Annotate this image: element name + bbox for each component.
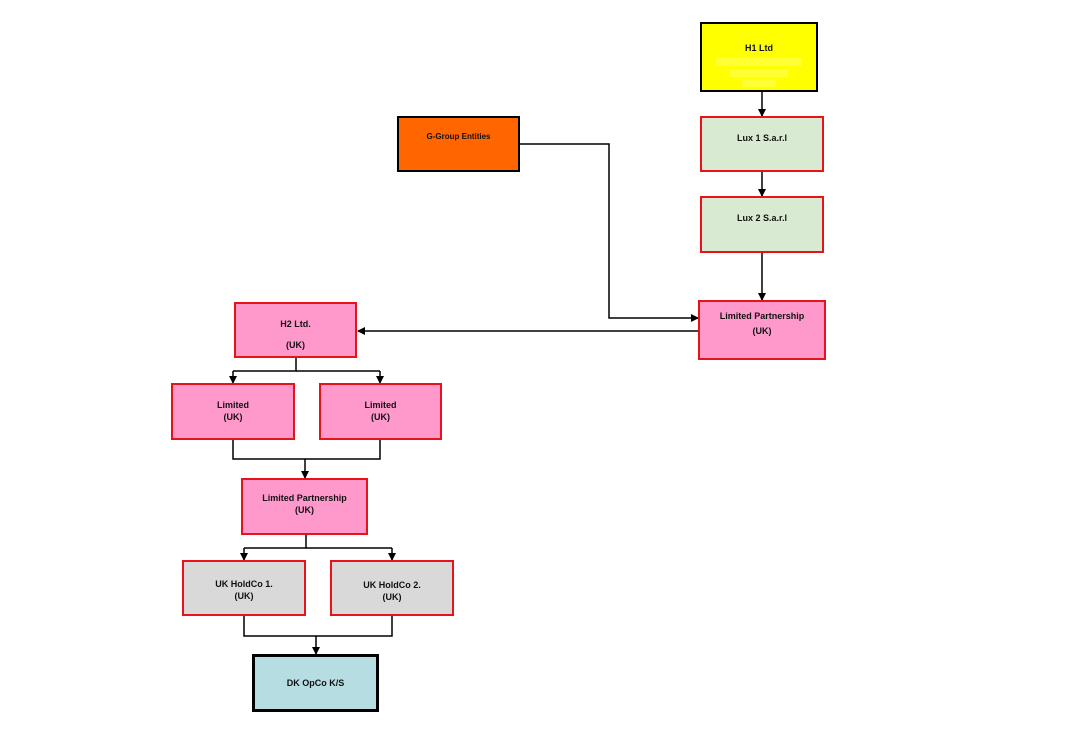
arrow-ggroup-to-lp-top	[520, 143, 699, 322]
redaction-bar	[730, 69, 788, 77]
node-dk-opco: DK OpCo K/S	[252, 654, 379, 712]
node-limited-right: Limited (UK)	[319, 383, 442, 440]
node-lux2-label: Lux 2 S.a.r.l	[736, 213, 788, 223]
node-lp-mid-jurisdiction: (UK)	[295, 505, 314, 515]
node-lux1: Lux 1 S.a.r.l	[700, 116, 824, 172]
node-limited-left-label: Limited	[216, 400, 249, 410]
node-holdco1-label: UK HoldCo 1.	[215, 579, 273, 589]
node-holdco1-jurisdiction: (UK)	[234, 591, 254, 601]
node-g-group-entities: G-Group Entities	[397, 116, 520, 172]
node-uk-holdco-2: UK HoldCo 2. (UK)	[330, 560, 454, 616]
node-h1-ltd: H1 Ltd	[700, 22, 818, 92]
node-limited-partnership-top: Limited Partnership (UK)	[698, 300, 826, 360]
node-lp-top-jurisdiction: (UK)	[752, 326, 772, 336]
node-lp-mid-label: Limited Partnership	[262, 493, 347, 503]
node-h2-jurisdiction: (UK)	[286, 340, 305, 350]
node-h2-label: H2 Ltd.	[280, 319, 311, 329]
node-limited-left-jurisdiction: (UK)	[223, 412, 243, 422]
node-dk-opco-label: DK OpCo K/S	[286, 678, 345, 688]
connector-holdcos-join	[243, 616, 393, 637]
node-limited-right-label: Limited	[364, 400, 397, 410]
node-lux1-label: Lux 1 S.a.r.l	[736, 133, 788, 143]
redaction-bar	[716, 58, 802, 66]
connector-limiteds-join	[232, 440, 381, 460]
node-h1-label: H1 Ltd	[745, 43, 773, 53]
node-limited-partnership-mid: Limited Partnership (UK)	[241, 478, 368, 535]
node-limited-left: Limited (UK)	[171, 383, 295, 440]
connector-lp-mid-split	[244, 535, 307, 549]
node-lux2: Lux 2 S.a.r.l	[700, 196, 824, 253]
node-limited-right-jurisdiction: (UK)	[371, 412, 390, 422]
node-h2-ltd: H2 Ltd. (UK)	[234, 302, 357, 358]
node-holdco2-label: UK HoldCo 2.	[363, 580, 421, 590]
node-g-group-label: G-Group Entities	[426, 132, 491, 141]
connector-h2-split	[233, 358, 297, 372]
redaction-bar	[742, 80, 776, 87]
node-lp-top-label: Limited Partnership	[719, 311, 805, 321]
node-uk-holdco-1: UK HoldCo 1. (UK)	[182, 560, 306, 616]
node-holdco2-jurisdiction: (UK)	[382, 592, 402, 602]
